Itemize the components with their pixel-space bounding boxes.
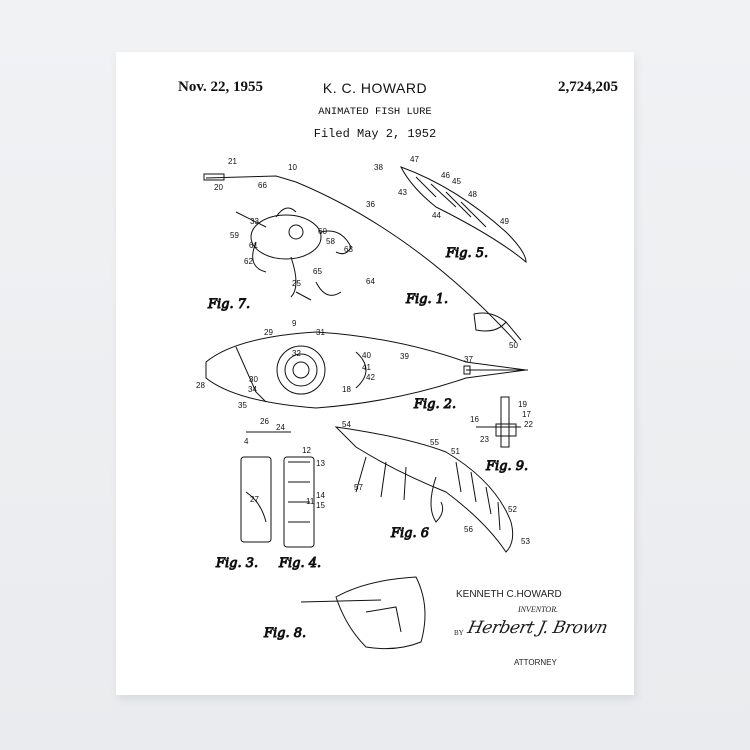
reference-numeral: 17 [522, 410, 531, 419]
reference-numeral: 25 [292, 279, 301, 288]
reference-numeral: 15 [316, 501, 325, 510]
reference-numeral: 10 [288, 163, 297, 172]
reference-numeral: 54 [342, 420, 351, 429]
reference-numeral: 21 [228, 157, 237, 166]
by-label: BY [454, 629, 464, 637]
reference-numeral: 29 [264, 328, 273, 337]
figure-2-drawing [205, 331, 528, 433]
inventor-header: K. C. HOWARD [322, 80, 428, 96]
reference-numeral: 66 [258, 181, 267, 190]
reference-numeral: 45 [452, 177, 461, 186]
reference-numeral: 12 [302, 446, 311, 455]
reference-numeral: 14 [316, 491, 325, 500]
reference-numeral: 53 [521, 537, 530, 546]
attorney-signature: Herbert J. Brown [465, 618, 610, 638]
reference-numeral: 36 [366, 200, 375, 209]
reference-numeral: 56 [464, 525, 473, 534]
fig-7-label: Fig. 7. [207, 297, 250, 312]
reference-numeral: 55 [430, 438, 439, 447]
reference-numeral: 22 [524, 420, 533, 429]
reference-numeral: 11 [306, 497, 315, 506]
reference-numeral: 49 [500, 217, 509, 226]
reference-numeral: 43 [398, 188, 407, 197]
reference-numeral: 4 [244, 437, 249, 446]
reference-numeral: 18 [342, 385, 351, 394]
fig-2-label: Fig. 2. [413, 397, 456, 412]
patent-date: Nov. 22, 1955 [178, 79, 264, 95]
inventor-name: KENNETH C.HOWARD [456, 589, 562, 600]
reference-numeral: 16 [470, 415, 479, 424]
filed-date: Filed May 2, 1952 [313, 127, 437, 141]
patent-title: ANIMATED FISH LURE [318, 106, 432, 118]
reference-numeral: 63 [344, 245, 353, 254]
reference-numeral: 40 [362, 351, 371, 360]
figure-8-drawing [300, 576, 426, 650]
reference-numeral: 38 [374, 163, 383, 172]
reference-numeral: 42 [366, 373, 375, 382]
fig-5-label: Fig. 5. [445, 246, 488, 261]
fig-9-label: Fig. 9. [485, 459, 528, 474]
reference-numeral: 60 [318, 227, 327, 236]
attorney-label: ATTORNEY [514, 658, 557, 667]
reference-numeral: 20 [214, 183, 223, 192]
reference-numeral: 57 [354, 483, 363, 492]
reference-numeral: 27 [250, 495, 259, 504]
reference-numeral: 30 [249, 375, 258, 384]
fig-6-label: Fig. 6 [390, 526, 429, 541]
reference-numeral: 23 [480, 435, 489, 444]
reference-numeral: 59 [230, 231, 239, 240]
reference-numeral: 58 [326, 237, 335, 246]
fig-4-label: Fig. 4. [278, 556, 321, 571]
reference-numeral: 19 [518, 400, 527, 409]
reference-numeral: 47 [410, 155, 419, 164]
reference-numeral: 65 [313, 267, 322, 276]
figure-3-4-drawing [240, 456, 315, 548]
reference-numeral: 41 [362, 363, 371, 372]
figure-9-drawing [476, 396, 521, 448]
reference-numeral: 62 [244, 257, 253, 266]
reference-numeral: 48 [468, 190, 477, 199]
reference-numeral: 52 [508, 505, 517, 514]
fig-8-label: Fig. 8. [263, 626, 306, 641]
patent-number: 2,724,205 [558, 79, 618, 95]
reference-numeral: 64 [366, 277, 375, 286]
patent-drawings: Fig. 1. Fig. 2. Fig. 3. Fig. 4. Fig. 5. … [196, 155, 533, 650]
reference-numeral: 37 [464, 355, 473, 364]
reference-numeral: 46 [441, 171, 450, 180]
reference-numeral: 9 [292, 319, 297, 328]
reference-numeral: 44 [432, 211, 441, 220]
reference-numeral: 51 [451, 447, 460, 456]
reference-numerals: 21 10 20 66 36 38 47 46 45 43 48 44 49 5… [196, 155, 533, 546]
patent-poster: Nov. 22, 1955 K. C. HOWARD 2,724,205 ANI… [116, 52, 634, 695]
reference-numeral: 50 [509, 341, 518, 350]
reference-numeral: 24 [276, 423, 285, 432]
reference-numeral: 13 [316, 459, 325, 468]
fig-3-label: Fig. 3. [215, 556, 258, 571]
figure-1-drawing [203, 173, 517, 343]
reference-numeral: 32 [292, 349, 301, 358]
reference-numeral: 35 [238, 401, 247, 410]
fig-1-label: Fig. 1. [405, 292, 448, 307]
reference-numeral: 31 [316, 328, 325, 337]
figure-6-drawing [334, 426, 514, 553]
reference-numeral: 61 [249, 241, 258, 250]
reference-numeral: 28 [196, 381, 205, 390]
reference-numeral: 26 [260, 417, 269, 426]
reference-numeral: 33 [250, 217, 259, 226]
reference-numeral: 34 [248, 385, 257, 394]
inventor-label: INVENTOR. [518, 605, 559, 614]
figure-5-drawing [399, 166, 527, 341]
reference-numeral: 39 [400, 352, 409, 361]
